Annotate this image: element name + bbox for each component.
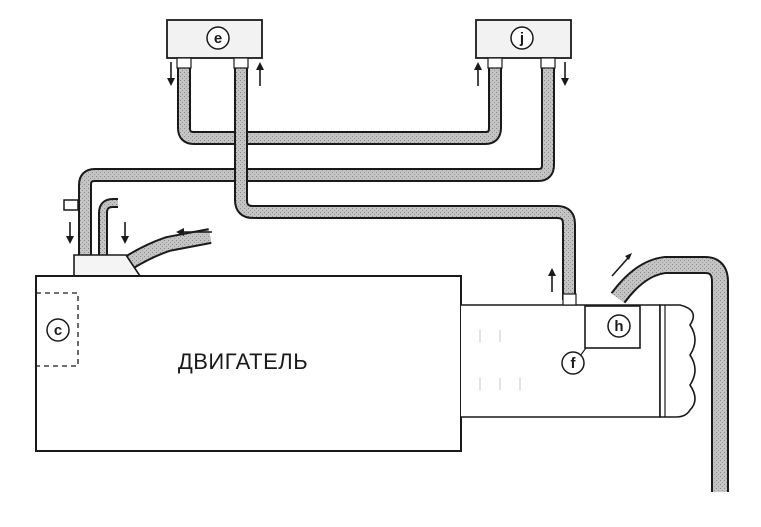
engine-block: c ДВИГАТЕЛЬ [35, 254, 462, 452]
arrow-up-icon [256, 62, 264, 86]
arrow-up-right-icon [611, 253, 632, 277]
arrow-down-icon [561, 62, 569, 86]
arrow-up-icon [548, 268, 556, 292]
arrow-down-icon [66, 222, 74, 244]
arrow-down-icon [167, 62, 175, 86]
flow-arrows [66, 62, 632, 292]
hose-thermostat-to-radiator [610, 256, 729, 492]
hose-heater-j-to-engine [78, 62, 555, 255]
heater-e: e [166, 19, 263, 69]
label-c: c [54, 322, 62, 339]
heater-j: j [475, 19, 572, 69]
hose-heater-loop-upper [177, 62, 502, 145]
pipe-stub [63, 199, 79, 211]
hose-radiator-to-engine [125, 228, 212, 269]
arrow-up-icon [474, 62, 482, 86]
label-f: f [571, 355, 577, 372]
label-j: j [519, 30, 524, 47]
label-e: e [214, 30, 222, 47]
arrow-down-icon [121, 222, 129, 244]
transmission-housing: h f [461, 293, 696, 418]
label-h: h [614, 318, 623, 335]
engine-label: ДВИГАТЕЛЬ [178, 349, 308, 374]
arrow-left-icon [176, 228, 212, 236]
hose-engine-bypass [98, 198, 118, 255]
hose-heater-e-to-pump [234, 62, 576, 300]
